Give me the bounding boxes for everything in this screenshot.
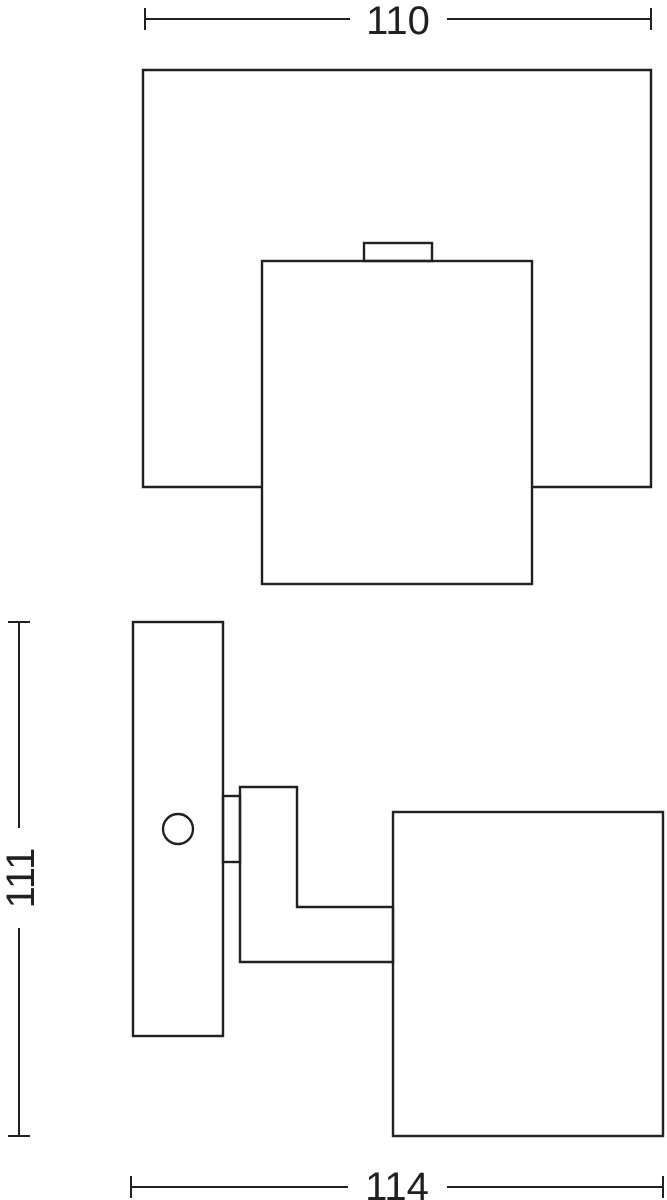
side-view xyxy=(131,620,665,1138)
dim-side-label: 111 xyxy=(0,848,43,909)
dimension-bottom-width: 114 xyxy=(130,1165,664,1200)
side-view-mounting-plate xyxy=(131,620,225,1038)
side-view-pivot xyxy=(221,794,242,864)
side-view-shade xyxy=(391,810,665,1138)
side-view-screw-hole xyxy=(161,812,195,846)
side-view-arm xyxy=(238,785,395,964)
front-view-back-plate xyxy=(141,68,653,489)
dim-bottom-label: 114 xyxy=(365,1165,429,1200)
front-view xyxy=(141,68,653,586)
front-view-connector xyxy=(362,241,434,263)
dimension-side-height: 111 xyxy=(0,621,43,1137)
front-view-shade xyxy=(260,259,534,586)
dim-top-label: 110 xyxy=(366,0,430,43)
dimension-top-width: 110 xyxy=(144,0,652,43)
